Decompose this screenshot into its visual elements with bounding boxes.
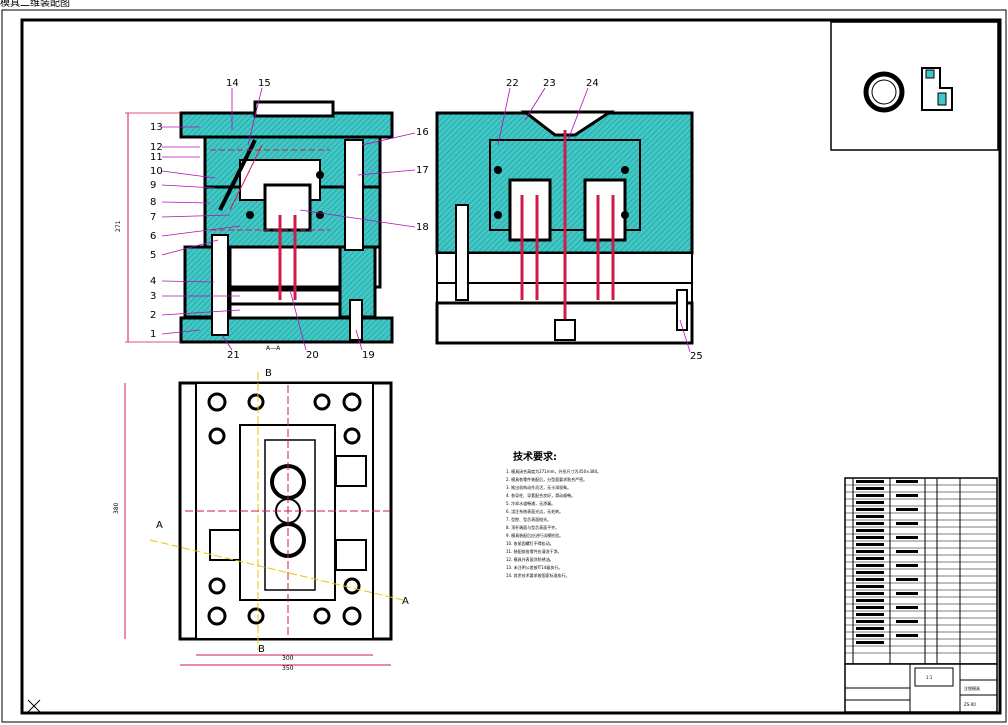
tech-line: 14. 其余技术要求按国家标准执行。 [506,572,570,578]
title-block-number: ZS-00 [964,702,976,707]
tech-line: 12. 模具外表面涂防锈油。 [506,556,554,562]
callout-18: 18 [416,222,429,233]
tech-line: 4. 各导柱、导套配合良好，滑动顺畅。 [506,492,575,498]
section-mark-b-top: B [265,368,272,379]
callout-8: 8 [150,197,156,208]
inner-border [20,18,1002,715]
callout-3: 3 [150,291,156,302]
side-view [435,110,694,345]
callout-12: 12 [150,142,163,153]
front-left-callouts: 13 12 11 10 9 8 7 6 5 4 3 2 1 [150,122,163,340]
callout-14: 14 [226,78,239,89]
window-tab-title: 模具二维装配图 [0,0,70,8]
side-leaders [497,87,691,353]
callout-16: 16 [416,127,429,138]
callout-21: 21 [227,350,240,361]
tech-line: 5. 冷却水道畅通，无渗漏。 [506,500,555,506]
title-block-name: 注塑模具 [964,685,980,691]
tech-line: 8. 顶杆端面与型芯表面平齐。 [506,524,559,530]
callout-9: 9 [150,180,156,191]
callout-24: 24 [586,78,599,89]
outer-border [1,9,1007,723]
callout-15: 15 [258,78,271,89]
parts-list [844,477,998,713]
callout-22: 22 [506,78,519,89]
callout-19: 19 [362,350,375,361]
callout-17: 17 [416,165,429,176]
callout-6: 6 [150,231,156,242]
callout-4: 4 [150,276,156,287]
callout-5: 5 [150,250,156,261]
tech-line: 7. 型腔、型芯表面抛光。 [506,516,551,522]
section-mark-b-bottom: B [258,644,265,655]
tech-line: 13. 未注明公差按IT14级执行。 [506,564,562,570]
section-label: A—A [266,345,281,352]
callout-20: 20 [306,350,319,361]
callout-13: 13 [150,122,163,133]
title-block-scale: 1:1 [926,675,933,680]
tech-line: 3. 推出机构动作灵活，无卡滞现象。 [506,484,571,490]
tech-title: 技术要求: [513,450,557,463]
callout-11: 11 [150,152,163,163]
cursor-cross-icon [27,699,41,713]
callout-25: 25 [690,351,703,362]
callout-10: 10 [150,166,163,177]
section-mark-a-left: A [156,520,163,531]
front-left-leaders [161,87,416,351]
tech-line: 2. 模具各零件装配后，分型面要求贴合严密。 [506,476,587,482]
callout-23: 23 [543,78,556,89]
tech-line: 1. 模具闭合高度为271mm，外形尺寸为350×380。 [506,468,601,474]
tech-requirements: 技术要求: 1. 模具闭合高度为271mm，外形尺寸为350×380。 2. 模… [506,450,601,578]
tech-line: 11. 装配前各零件应清洗干净。 [506,548,562,554]
tech-line: 10. 各紧固螺钉不得松动。 [506,540,554,546]
section-mark-a-right: A [402,596,409,607]
top-height-dim: 380 [113,502,120,514]
front-view [125,100,394,344]
tech-line: 6. 浇注系统表面光洁，无毛刺。 [506,508,563,514]
top-width-dim-outer: 350 [282,665,294,672]
part-sketch [830,21,999,151]
tech-line: 9. 模具装配后应进行试模检验。 [506,532,563,538]
top-view [124,372,404,666]
callout-1: 1 [150,329,156,340]
front-height-dim: 271 [115,220,122,232]
callout-2: 2 [150,310,156,321]
top-width-dim-inner: 300 [282,655,294,662]
callout-7: 7 [150,212,156,223]
